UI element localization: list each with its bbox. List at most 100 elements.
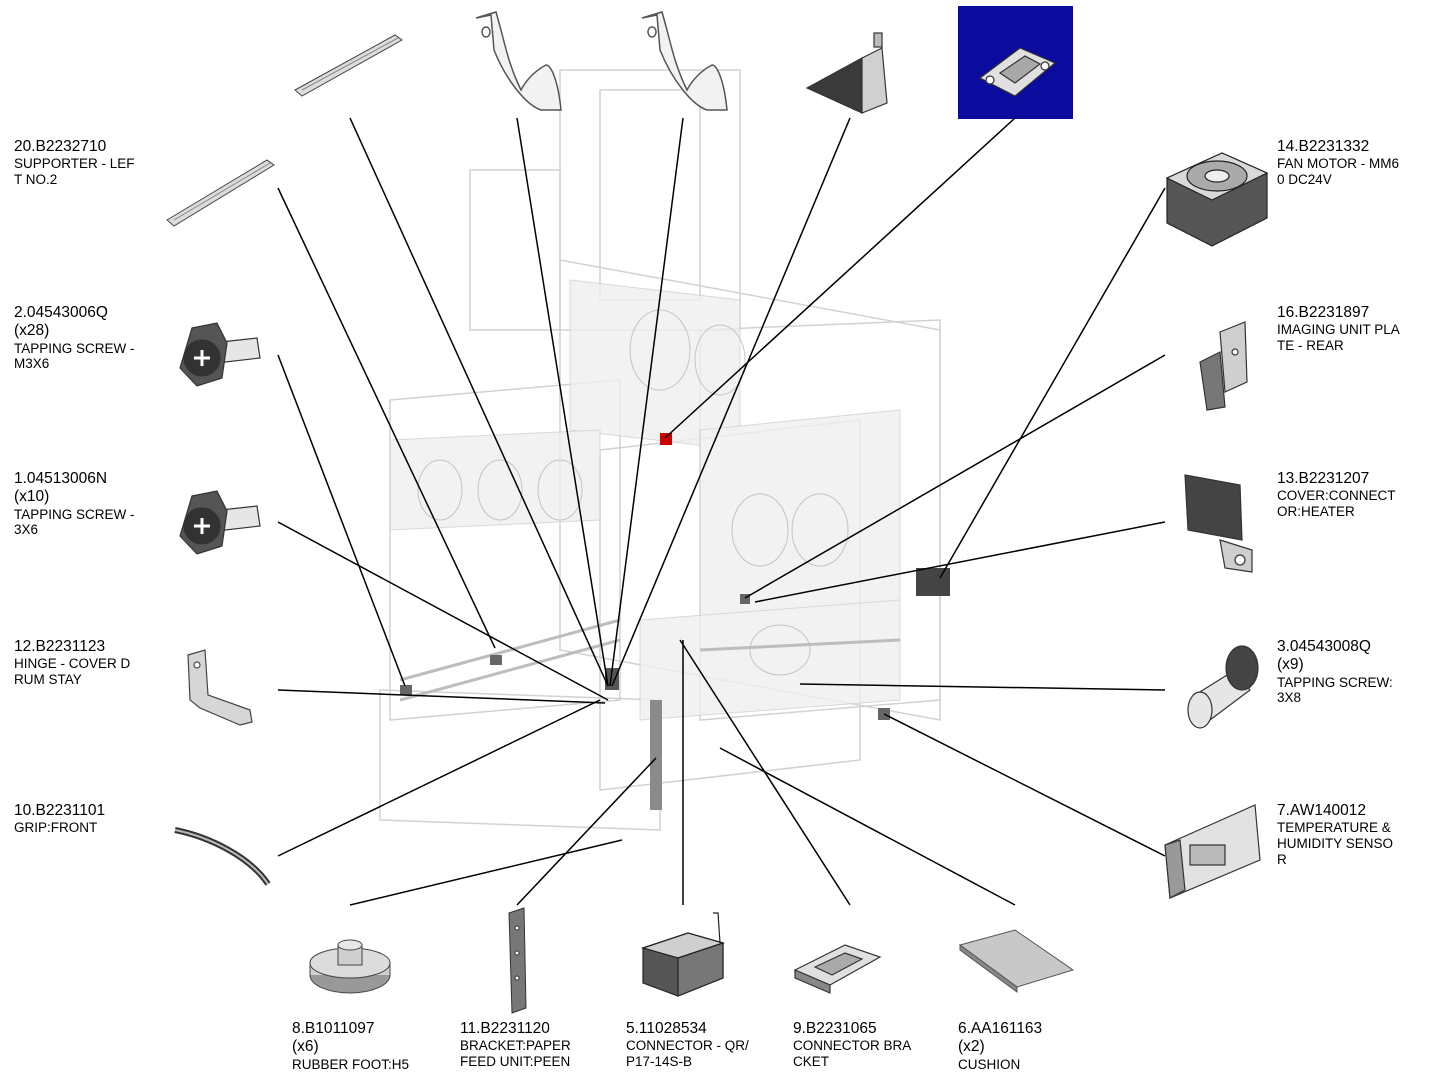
- leader-bracket-c: [611, 117, 851, 687]
- part-description: 0 DC24V: [1277, 172, 1332, 188]
- part-quantity: (x10): [14, 488, 50, 506]
- supporter-icon: [162, 150, 282, 230]
- cushion-icon: [955, 925, 1080, 1000]
- screw-icon: [172, 486, 267, 566]
- part-description: TAPPING SCREW:: [1277, 674, 1393, 690]
- leader-bracket-b: [609, 117, 684, 687]
- supporter-icon: [290, 30, 410, 100]
- part-description: M3X6: [14, 356, 50, 372]
- part-description: FAN MOTOR - MM6: [1277, 156, 1400, 172]
- label-part-2: 2.04543006Q (x28) TAPPING SCREW - M3X6: [14, 304, 135, 372]
- part-description: P17-14S-B: [626, 1054, 693, 1070]
- part-description: OR:HEATER: [1277, 504, 1355, 520]
- part-description: CONNECTOR - QR/: [626, 1038, 749, 1054]
- leader-p14: [939, 187, 1166, 579]
- bracket-icon: [802, 28, 897, 118]
- part-number: 7.AW140012: [1277, 802, 1367, 819]
- label-part-5: 5.11028534 CONNECTOR - QR/ P17-14S-B: [626, 1020, 749, 1070]
- part-number: 9.B2231065: [793, 1020, 877, 1037]
- part-number: 2.04543006Q: [14, 304, 108, 321]
- leader-p13: [754, 521, 1166, 603]
- connector-icon: [975, 38, 1060, 103]
- part-quantity: (x2): [958, 1038, 985, 1056]
- fan-icon: [1162, 148, 1272, 253]
- part-number: 16.B2231897: [1277, 304, 1370, 321]
- part-description: 3X8: [1277, 690, 1302, 706]
- leader-selected: [664, 117, 1016, 439]
- part-description: SUPPORTER - LEF: [14, 156, 135, 172]
- rubber-foot-icon: [305, 935, 395, 1000]
- bracket-icon: [632, 10, 732, 120]
- part-description: CKET: [793, 1054, 830, 1070]
- bracket-icon: [466, 10, 566, 120]
- label-part-6: 6.AA161163 (x2) CUSHION: [958, 1020, 1042, 1072]
- label-part-3: 3.04543008Q (x9) TAPPING SCREW: 3X8: [1277, 638, 1393, 706]
- part-description: TEMPERATURE &: [1277, 820, 1391, 836]
- label-part-11: 11.B2231120 BRACKET:PAPER FEED UNIT:PEEN: [460, 1020, 571, 1070]
- part-description: TAPPING SCREW -: [14, 506, 135, 522]
- part-description: R: [1277, 852, 1287, 868]
- part-number: 8.B1011097: [292, 1020, 375, 1037]
- part-description: RUBBER FOOT:H5: [292, 1056, 410, 1072]
- part-description: FEED UNIT:PEEN: [460, 1054, 571, 1070]
- part-number: 12.B2231123: [14, 638, 106, 655]
- part-description: TAPPING SCREW -: [14, 340, 135, 356]
- cover-icon: [1180, 470, 1260, 580]
- connector-icon: [638, 908, 733, 1013]
- bracket-icon: [1195, 321, 1255, 412]
- leader-p11: [516, 757, 657, 906]
- connector-icon: [790, 935, 885, 1000]
- part-quantity: (x6): [292, 1038, 319, 1056]
- leader-p20: [277, 187, 496, 649]
- label-part-1: 1.04513006N (x10) TAPPING SCREW - 3X6: [14, 470, 135, 538]
- part-description: IMAGING UNIT PLA: [1277, 322, 1400, 338]
- part-quantity: (x9): [1277, 656, 1304, 674]
- leader-p7: [883, 713, 1166, 857]
- label-part-10: 10.B2231101 GRIP:FRONT: [14, 802, 105, 836]
- leader-p8: [349, 839, 623, 906]
- part-number: 1.04513006N: [14, 470, 108, 487]
- part-description: COVER:CONNECT: [1277, 488, 1396, 504]
- leader-p2: [277, 354, 406, 687]
- part-description: CONNECTOR BRA: [793, 1038, 912, 1054]
- part-description: BRACKET:PAPER: [460, 1038, 571, 1054]
- part-description: GRIP:FRONT: [14, 820, 98, 836]
- bracket-icon: [504, 907, 534, 1018]
- screw-icon: [172, 318, 267, 398]
- part-description: HUMIDITY SENSO: [1277, 836, 1394, 852]
- part-number: 3.04543008Q: [1277, 638, 1371, 655]
- label-part-13: 13.B2231207 COVER:CONNECT OR:HEATER: [1277, 470, 1396, 520]
- leader-p10: [277, 699, 601, 857]
- label-part-9: 9.B2231065 CONNECTOR BRA CKET: [793, 1020, 911, 1070]
- part-number: 13.B2231207: [1277, 470, 1370, 487]
- leader-p6: [719, 747, 1016, 906]
- part-number: 5.11028534: [626, 1020, 707, 1037]
- sensor-icon: [1160, 800, 1265, 900]
- part-number: 20.B2232710: [14, 138, 107, 155]
- part-description: TE - REAR: [1277, 338, 1344, 354]
- hinge-icon: [180, 649, 260, 730]
- part-number: 6.AA161163: [958, 1020, 1043, 1037]
- label-part-7: 7.AW140012 TEMPERATURE & HUMIDITY SENSO …: [1277, 802, 1393, 868]
- part-description: 3X6: [14, 522, 39, 538]
- label-part-20: 20.B2232710 SUPPORTER - LEF T NO.2: [14, 138, 135, 188]
- part-number: 10.B2231101: [14, 802, 106, 819]
- part-quantity: (x28): [14, 322, 50, 340]
- leader-supporter-top: [349, 117, 609, 687]
- label-part-12: 12.B2231123 HINGE - COVER D RUM STAY: [14, 638, 130, 688]
- grip-icon: [170, 822, 275, 892]
- part-number: 14.B2231332: [1277, 138, 1370, 155]
- label-part-14: 14.B2231332 FAN MOTOR - MM6 0 DC24V: [1277, 138, 1399, 188]
- part-number: 11.B2231120: [460, 1020, 550, 1037]
- screw-icon: [1180, 640, 1270, 740]
- leader-p12: [277, 689, 606, 704]
- leader-bracket-a: [516, 117, 609, 687]
- part-description: T NO.2: [14, 172, 58, 188]
- leader-p3: [799, 683, 1166, 691]
- label-part-16: 16.B2231897 IMAGING UNIT PLA TE - REAR: [1277, 304, 1400, 354]
- leader-p1: [277, 521, 609, 701]
- part-description: CUSHION: [958, 1056, 1021, 1072]
